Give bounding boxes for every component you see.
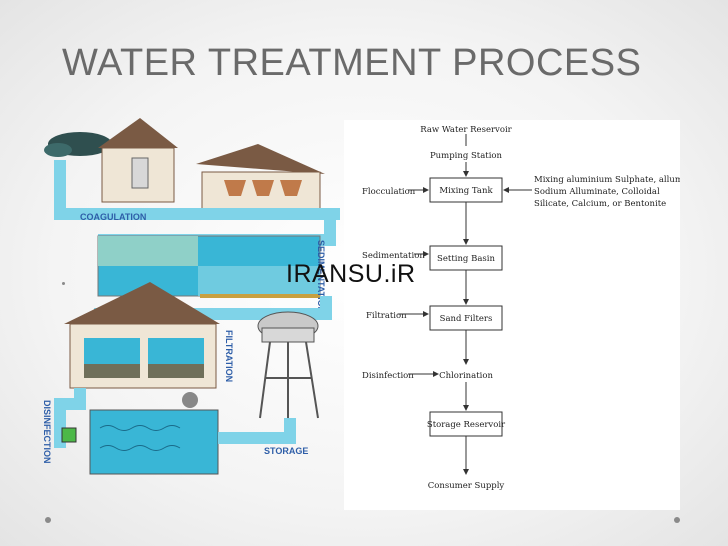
watermark: IRANSU.iR xyxy=(286,260,416,288)
node-settling-basin-box xyxy=(429,245,503,271)
corner-dot-bottom-right xyxy=(674,517,680,523)
node-raw-water-reservoir: Raw Water Reservoir xyxy=(420,125,512,135)
node-sand-filters: Sand Filters xyxy=(440,314,493,324)
stage-label-coagulation: COAGULATION xyxy=(80,212,146,222)
node-mixing-tank: Mixing Tank xyxy=(439,186,493,196)
side-label-sedimentation: Sedimentation xyxy=(362,251,425,261)
filtration-building-roof xyxy=(64,282,220,324)
stage-label-sedimentation: SEDIMENTATION xyxy=(316,240,326,313)
node-storage-reservoir-box xyxy=(429,411,503,437)
pipe-top xyxy=(54,160,340,220)
node-mixing-tank-box xyxy=(429,177,503,203)
slide-title: WATER TREATMENT PROCESS xyxy=(62,42,642,84)
treatment-plant-illustration: COAGULATION SEDIMENTATION FILTRATION DIS… xyxy=(42,118,340,475)
stage-label-storage: STORAGE xyxy=(264,446,308,456)
flocculation-building-roof xyxy=(196,144,325,174)
flowchart-panel: Raw Water Reservoir Pumping Station Mixi… xyxy=(344,120,686,510)
storage-tower-legs xyxy=(259,341,319,419)
side-label-filtration: Filtration xyxy=(366,311,407,321)
corner-dot-bottom-left xyxy=(45,517,51,523)
chemicals-note-line-3: Silicate, Calcium, or Bentonite xyxy=(534,199,666,209)
coagulation-building-roof xyxy=(98,118,178,148)
node-consumer-supply: Consumer Supply xyxy=(428,481,505,491)
node-settling-basin: Setting Basin xyxy=(437,254,495,264)
disinfection-tank xyxy=(89,409,219,475)
stage-label-disinfection: DISINFECTION xyxy=(42,400,52,464)
chemicals-note-line-1: Mixing aluminium Sulphate, allum, xyxy=(534,175,680,185)
process-flowchart: Raw Water Reservoir Pumping Station Mixi… xyxy=(362,125,686,491)
chemicals-note-line-2: Sodium Alluminate, Colloidal xyxy=(534,187,660,197)
node-chlorination: Chlorination xyxy=(439,371,493,381)
node-pumping-station: Pumping Station xyxy=(430,151,503,161)
corner-dot-mid-left xyxy=(62,282,65,285)
stage-label-filtration: FILTRATION xyxy=(224,330,234,382)
side-label-disinfection: Disinfection xyxy=(362,371,414,381)
node-sand-filters-box xyxy=(429,305,503,331)
side-label-flocculation: Flocculation xyxy=(362,187,416,197)
node-storage-reservoir: Storage Reservoir xyxy=(427,420,506,430)
